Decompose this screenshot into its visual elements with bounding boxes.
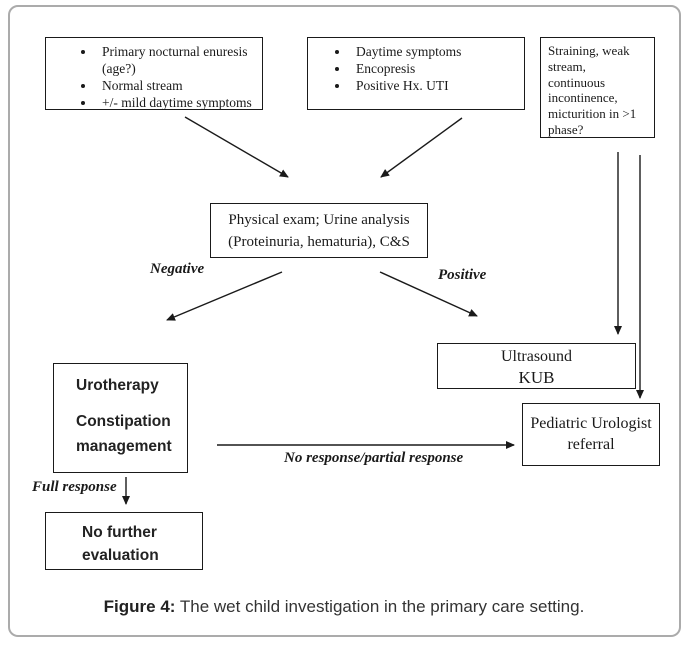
red-flag-line: stream,	[548, 58, 586, 74]
box-ultrasound-kub: Ultrasound KUB	[437, 343, 636, 389]
figure-caption-text: The wet child investigation in the prima…	[175, 597, 585, 616]
no-further-line-1: No further	[82, 524, 157, 541]
figure-caption: Figure 4: The wet child investigation in…	[0, 597, 688, 617]
daytime-bullet-list: Daytime symptoms Encopresis Positive Hx.…	[308, 43, 524, 94]
red-flag-line: incontinence,	[548, 90, 618, 106]
bullet-item: Encopresis	[350, 60, 520, 77]
urotherapy-line-3: management	[76, 438, 172, 455]
bullet-item: Positive Hx. UTI	[350, 77, 520, 94]
urologist-line-2: referral	[567, 436, 615, 453]
figure-caption-label: Figure 4:	[103, 597, 176, 616]
bullet-item: Daytime symptoms	[350, 43, 520, 60]
urologist-line-1: Pediatric Urologist	[530, 415, 652, 432]
label-full-response: Full response	[32, 479, 117, 495]
box-daytime-symptoms: Daytime symptoms Encopresis Positive Hx.…	[307, 37, 525, 110]
red-flag-line: phase?	[548, 121, 584, 137]
box-monosymptomatic-enuresis: Primary nocturnal enuresis (age?) Normal…	[45, 37, 263, 110]
red-flag-line: micturition in >1	[548, 106, 637, 122]
box-physical-exam: Physical exam; Urine analysis (Proteinur…	[210, 203, 428, 258]
urotherapy-line-1: Urotherapy	[76, 377, 159, 394]
box-urotherapy: Urotherapy Constipation management	[53, 363, 188, 473]
red-flag-line: continuous	[548, 74, 606, 90]
label-no-response: No response/partial response	[284, 450, 464, 466]
bullet-item: Normal stream	[96, 77, 258, 94]
box-red-flags: Straining, weak stream, continuous incon…	[540, 37, 655, 138]
bullet-item: Primary nocturnal enuresis (age?)	[96, 43, 258, 77]
label-negative: Negative	[150, 261, 205, 277]
label-positive: Positive	[438, 267, 487, 283]
no-further-line-2: evaluation	[82, 547, 159, 564]
exam-line-2: (Proteinuria, hematuria), C&S	[228, 234, 410, 250]
box-no-further-evaluation: No further evaluation	[45, 512, 203, 570]
figure-frame-border	[8, 5, 681, 637]
exam-line-1: Physical exam; Urine analysis	[228, 212, 410, 228]
ultrasound-line-2: KUB	[518, 368, 555, 387]
urotherapy-line-2: Constipation	[76, 413, 171, 430]
red-flag-line: Straining, weak	[548, 43, 630, 58]
ultrasound-line-1: Ultrasound	[500, 348, 573, 365]
bullet-item: +/- mild daytime symptoms	[96, 94, 258, 111]
box-pediatric-urologist-referral: Pediatric Urologist referral	[522, 403, 660, 466]
monosymptomatic-bullet-list: Primary nocturnal enuresis (age?) Normal…	[46, 43, 262, 111]
